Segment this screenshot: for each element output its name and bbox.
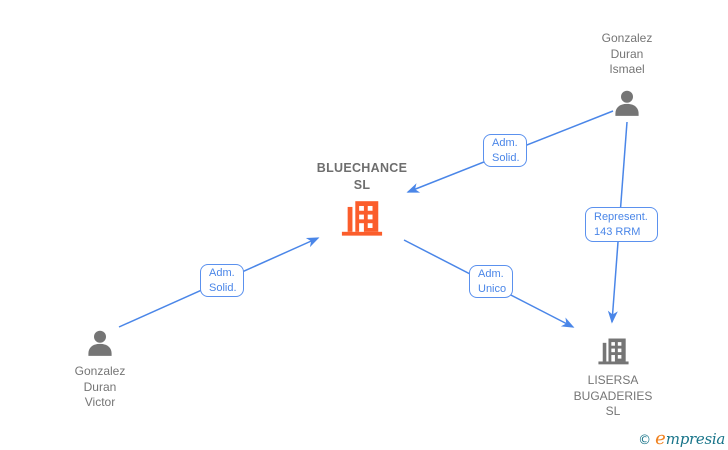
edge-label-adm-solid-victor: Adm. Solid. (200, 264, 244, 297)
edge-label-represent-143-rrm: Represent. 143 RRM (585, 207, 658, 242)
building-icon (341, 201, 383, 236)
node-label: Gonzalez Duran Victor (74, 364, 126, 409)
edge-label-adm-unico: Adm. Unico (469, 265, 513, 298)
node-gonzalez-duran-ismael: Gonzalez Duran Ismael (577, 31, 677, 118)
person-icon (88, 330, 112, 356)
node-lisersa-bugaderies-sl: LISERSA BUGADERIES SL (563, 331, 663, 420)
building-icon (597, 338, 629, 365)
edge-label-adm-solid-ismael: Adm. Solid. (483, 134, 527, 167)
node-bluechance-sl: BLUECHANCE SL (312, 160, 412, 237)
node-label: BLUECHANCE SL (316, 161, 408, 192)
node-gonzalez-duran-victor: Gonzalez Duran Victor (50, 329, 150, 411)
person-icon (615, 90, 639, 116)
watermark-brand-initial: e (655, 428, 666, 449)
copyright-icon: © (638, 433, 652, 448)
node-label: LISERSA BUGADERIES SL (573, 373, 653, 418)
node-label: Gonzalez Duran Ismael (601, 31, 653, 76)
empresia-watermark-link[interactable]: © e mpresia (638, 428, 726, 449)
watermark-brand-rest: mpresia (665, 430, 726, 448)
